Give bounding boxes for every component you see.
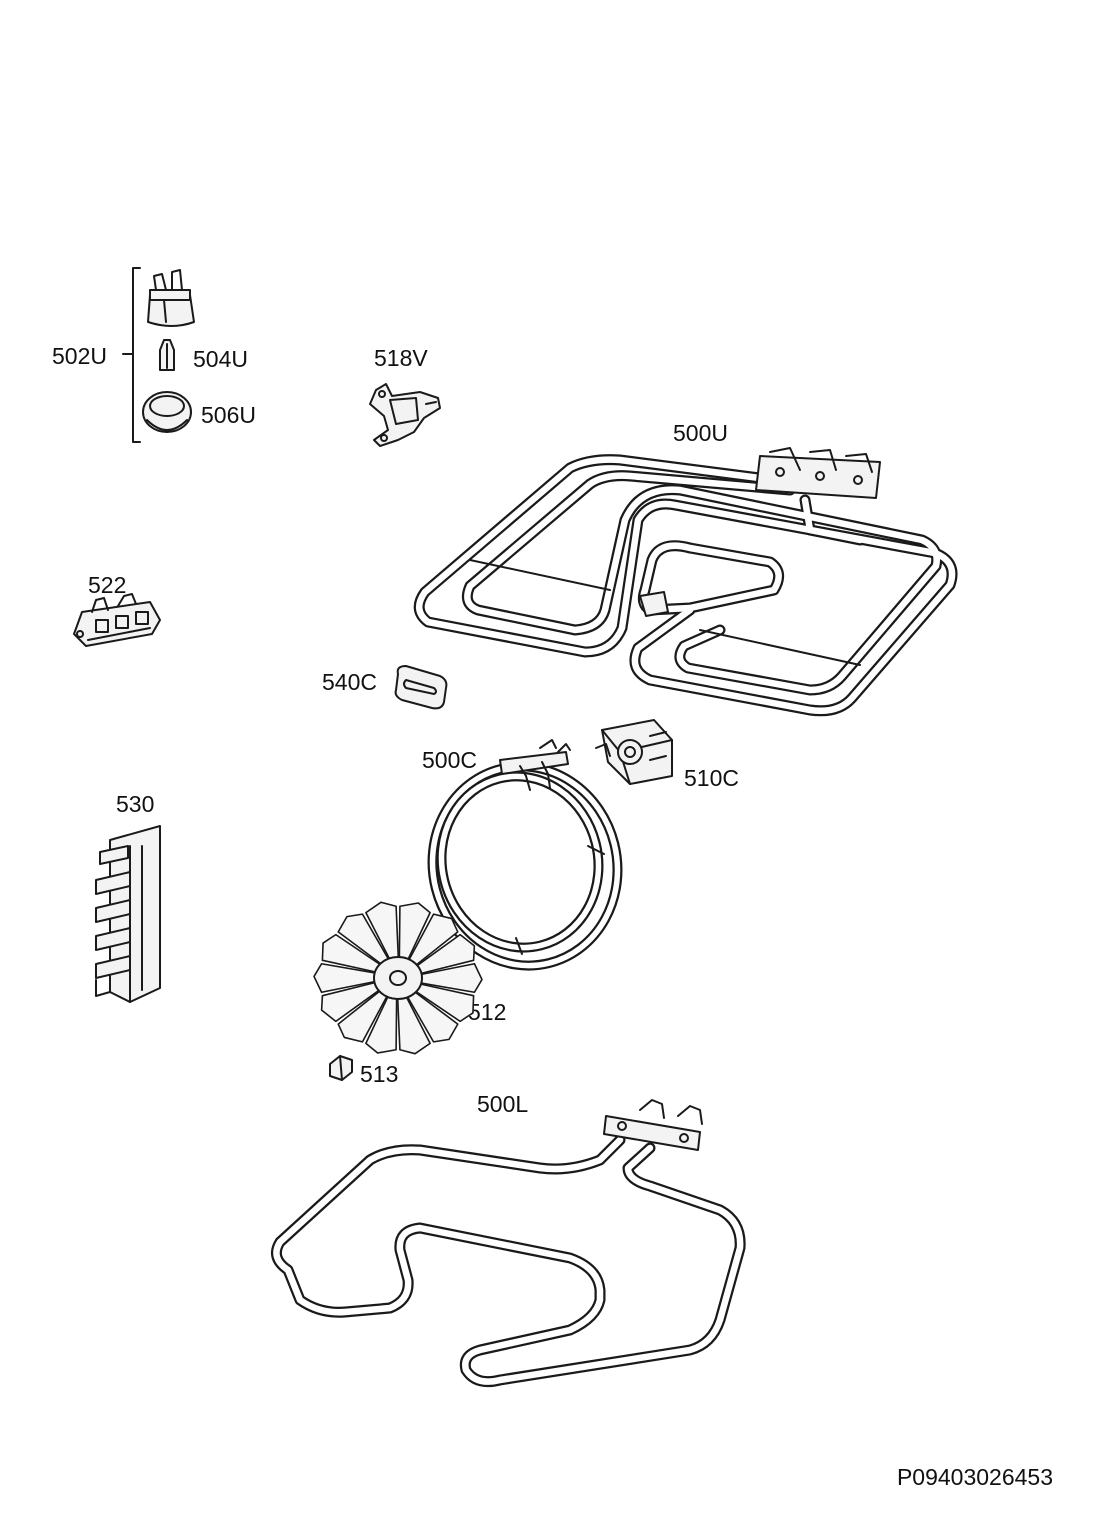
part-530-terminal-strip — [95, 825, 161, 1003]
part-lamp-holder — [147, 269, 195, 327]
label-522: 522 — [88, 572, 126, 598]
label-510C: 510C — [684, 765, 739, 791]
part-522-terminal-block — [73, 593, 161, 647]
part-506U-lamp-cover — [142, 391, 192, 433]
part-500L-lower-heating-element — [270, 1099, 746, 1388]
part-504U-connector — [159, 339, 175, 371]
part-513-nut — [329, 1055, 353, 1081]
label-540C: 540C — [322, 669, 377, 695]
part-500C-circular-heating-element — [427, 739, 623, 971]
label-500U: 500U — [673, 420, 728, 446]
label-504U: 504U — [193, 346, 248, 372]
label-500C: 500C — [422, 747, 477, 773]
label-506U: 506U — [201, 402, 256, 428]
label-513: 513 — [360, 1061, 398, 1087]
part-500U-upper-heating-element — [413, 447, 958, 717]
label-502U: 502U — [52, 343, 107, 369]
label-530: 530 — [116, 791, 154, 817]
part-510C-fan-motor — [595, 719, 673, 785]
part-518V-thermostat — [369, 383, 441, 447]
label-518V: 518V — [374, 345, 428, 371]
part-512-fan-blade — [313, 901, 483, 1055]
label-512: 512 — [468, 999, 506, 1025]
part-540C-seal — [394, 665, 448, 710]
label-500L: 500L — [477, 1091, 528, 1117]
fan-hub-center — [389, 970, 407, 986]
document-code: P09403026453 — [897, 1464, 1053, 1490]
bracket-502U — [122, 267, 141, 443]
fan-hub — [373, 956, 423, 1000]
